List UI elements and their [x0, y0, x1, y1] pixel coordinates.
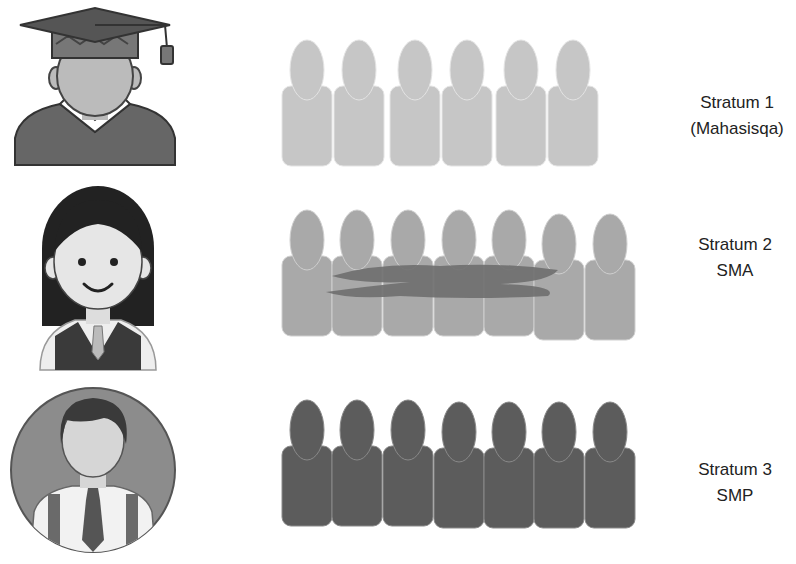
person-silhouette [434, 402, 484, 528]
eye [110, 258, 118, 266]
tie [82, 488, 104, 552]
person-silhouette [282, 210, 332, 336]
tie [92, 326, 104, 360]
person-silhouette [534, 402, 584, 528]
stratum-label: Stratum 1 (Mahasisqa) [684, 90, 790, 142]
student-boy-icon [11, 388, 175, 564]
backpack-strap [126, 494, 138, 564]
person-silhouette [585, 402, 635, 528]
graduate-icon [15, 8, 175, 165]
stratum-label: Stratum 2 SMA [682, 232, 788, 284]
backpack-strap [48, 494, 60, 564]
crowd-row-2 [282, 210, 635, 340]
person-silhouette [585, 214, 635, 340]
crowd-row-3 [282, 400, 635, 528]
person-silhouette [334, 40, 384, 166]
boy-figure [30, 398, 156, 564]
tassel [161, 46, 173, 64]
vest [55, 322, 141, 370]
scribble [326, 265, 558, 298]
person-silhouette [442, 40, 492, 166]
smile [84, 284, 112, 291]
tassel-cord [95, 25, 167, 48]
person-silhouette [484, 402, 534, 528]
hair [60, 398, 126, 444]
person-silhouette [496, 40, 546, 166]
person-silhouette [282, 400, 332, 526]
person-silhouette [548, 40, 598, 166]
bangs [54, 200, 142, 252]
eye [78, 258, 86, 266]
person-silhouette [282, 40, 332, 166]
stratum-label: Stratum 3 SMP [682, 457, 788, 509]
person-silhouette [383, 400, 433, 526]
crowd-row-1 [282, 40, 598, 166]
person-silhouette [390, 40, 440, 166]
person-silhouette [332, 400, 382, 526]
student-girl-icon [40, 186, 156, 370]
shirt [40, 320, 156, 370]
